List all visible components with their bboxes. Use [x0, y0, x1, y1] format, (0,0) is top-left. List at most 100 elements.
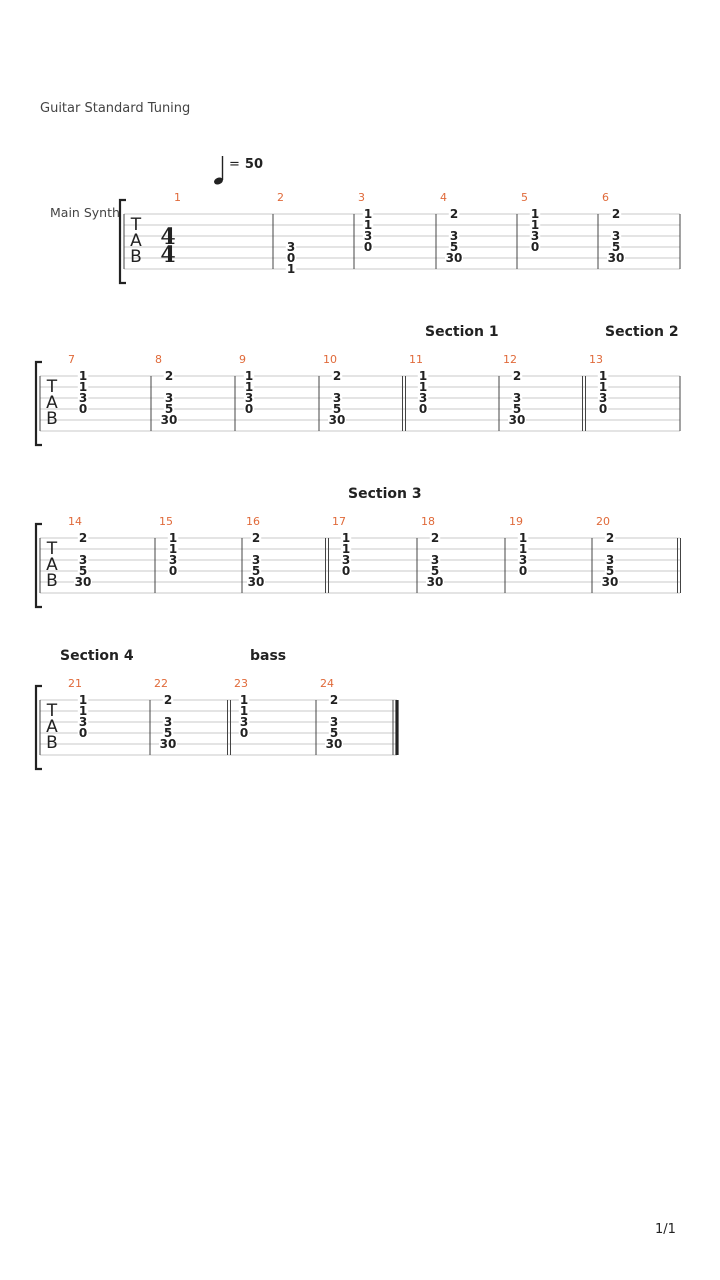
- fret-number: 5: [612, 240, 620, 254]
- bar-number: 12: [503, 353, 517, 366]
- fret-mask: [77, 565, 89, 577]
- fret-number: 3: [79, 715, 87, 729]
- fret-mask: [77, 381, 89, 393]
- fret-number: 5: [606, 564, 614, 578]
- fret-mask: [331, 403, 343, 415]
- tab-clef-letter: A: [130, 231, 142, 251]
- fret-mask: [362, 230, 374, 242]
- fret-mask: [160, 414, 178, 426]
- fret-mask: [508, 414, 526, 426]
- fret-mask: [511, 403, 523, 415]
- fret-number: 30: [329, 413, 346, 427]
- fret-mask: [362, 241, 374, 253]
- fret-number: 1: [342, 542, 350, 556]
- fret-mask: [163, 403, 175, 415]
- fret-number: 2: [79, 531, 87, 545]
- fret-mask: [250, 554, 262, 566]
- fret-mask: [429, 565, 441, 577]
- fret-number: 3: [252, 553, 260, 567]
- fret-number: 2: [612, 207, 620, 221]
- fret-mask: [243, 403, 255, 415]
- fret-number: 3: [240, 715, 248, 729]
- fret-number: 3: [245, 391, 253, 405]
- time-signature-bottom: 4: [160, 242, 175, 268]
- fret-mask: [610, 230, 622, 242]
- fret-mask: [517, 532, 529, 544]
- tab-clef-letter: B: [46, 409, 58, 429]
- fret-mask: [601, 576, 619, 588]
- fret-mask: [159, 738, 177, 750]
- fret-number: 5: [79, 564, 87, 578]
- fret-mask: [429, 532, 441, 544]
- fret-number: 0: [531, 240, 539, 254]
- bar-number: 11: [409, 353, 423, 366]
- section-label: Section 3: [348, 486, 422, 502]
- fret-mask: [167, 554, 179, 566]
- fret-mask: [250, 565, 262, 577]
- fret-mask: [445, 252, 463, 264]
- fret-mask: [77, 705, 89, 717]
- fret-number: 5: [164, 726, 172, 740]
- fret-number: 5: [333, 402, 341, 416]
- fret-number: 1: [79, 369, 87, 383]
- fret-number: 3: [333, 391, 341, 405]
- fret-number: 1: [519, 531, 527, 545]
- tab-clef-letter: A: [46, 555, 58, 575]
- fret-mask: [604, 554, 616, 566]
- fret-mask: [77, 554, 89, 566]
- fret-mask: [529, 219, 541, 231]
- tempo-equals: =: [229, 157, 240, 172]
- fret-number: 30: [160, 737, 177, 751]
- bar-number: 23: [234, 677, 248, 690]
- fret-number: 3: [287, 240, 295, 254]
- fret-mask: [77, 403, 89, 415]
- tempo-value: 50: [244, 157, 263, 172]
- fret-mask: [162, 694, 174, 706]
- fret-mask: [511, 370, 523, 382]
- fret-mask: [167, 532, 179, 544]
- bar-number: 5: [521, 191, 528, 204]
- bar-number: 3: [358, 191, 365, 204]
- fret-mask: [250, 532, 262, 544]
- bar-number: 13: [589, 353, 603, 366]
- fret-number: 3: [169, 553, 177, 567]
- fret-number: 3: [79, 391, 87, 405]
- fret-number: 3: [79, 553, 87, 567]
- bar-number: 17: [332, 515, 346, 528]
- fret-number: 1: [240, 693, 248, 707]
- fret-number: 1: [419, 369, 427, 383]
- fret-number: 3: [364, 229, 372, 243]
- fret-number: 1: [519, 542, 527, 556]
- fret-mask: [340, 532, 352, 544]
- fret-mask: [163, 392, 175, 404]
- fret-number: 1: [364, 218, 372, 232]
- fret-number: 1: [287, 262, 295, 276]
- fret-number: 1: [531, 207, 539, 221]
- fret-mask: [285, 263, 297, 275]
- fret-number: 5: [431, 564, 439, 578]
- fret-mask: [243, 370, 255, 382]
- fret-number: 30: [161, 413, 178, 427]
- fret-number: 1: [79, 380, 87, 394]
- track-name: Main Synth: [50, 205, 120, 220]
- fret-number: 2: [450, 207, 458, 221]
- fret-mask: [243, 381, 255, 393]
- fret-mask: [417, 403, 429, 415]
- fret-mask: [429, 554, 441, 566]
- bar-number: 19: [509, 515, 523, 528]
- fret-number: 30: [427, 575, 444, 589]
- fret-mask: [529, 208, 541, 220]
- bar-number: 2: [277, 191, 284, 204]
- fret-mask: [511, 392, 523, 404]
- fret-number: 1: [169, 542, 177, 556]
- fret-number: 1: [531, 218, 539, 232]
- time-signature-top: 4: [160, 224, 175, 250]
- fret-number: 0: [419, 402, 427, 416]
- fret-number: 1: [364, 207, 372, 221]
- fret-mask: [325, 738, 343, 750]
- fret-mask: [77, 694, 89, 706]
- fret-mask: [238, 694, 250, 706]
- fret-number: 3: [606, 553, 614, 567]
- fret-number: 5: [450, 240, 458, 254]
